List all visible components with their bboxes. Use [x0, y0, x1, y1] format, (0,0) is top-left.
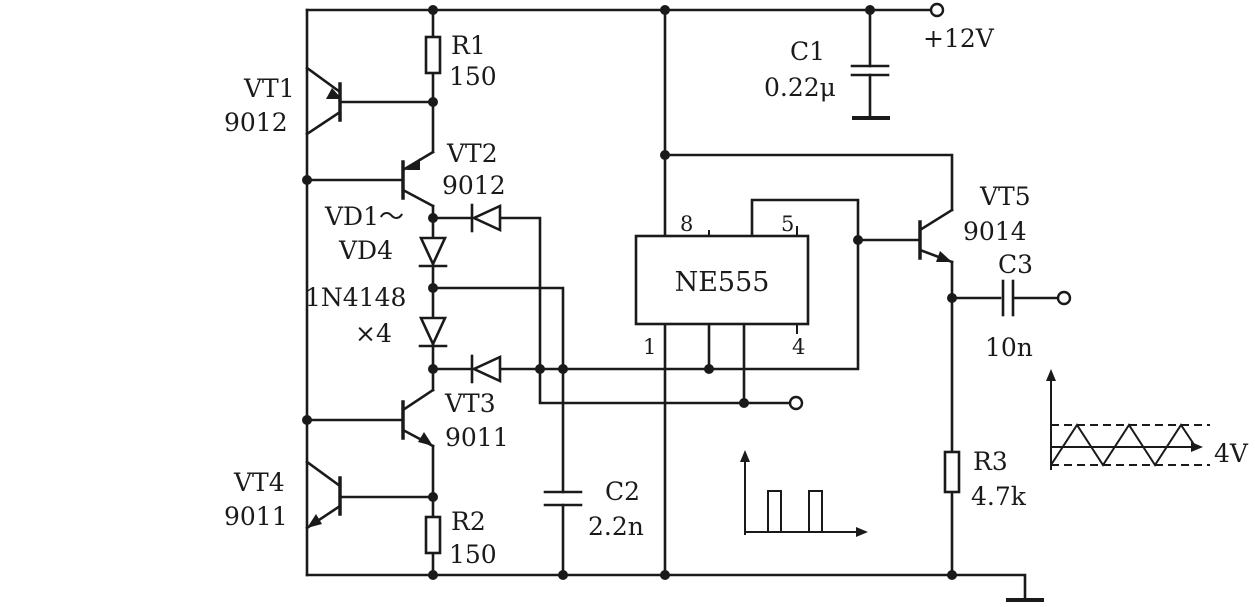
- c3-value-label: 10n: [985, 333, 1033, 362]
- vt5-ref-label: VT5: [979, 182, 1031, 211]
- diode-ref-label-line1: VD1～: [324, 202, 404, 231]
- supply-terminal: [929, 2, 945, 18]
- vt1-ref-label: VT1: [243, 74, 295, 103]
- terminals: [788, 2, 1072, 411]
- c2-ref-label: C2: [605, 477, 640, 506]
- r2-ref-label: R2: [451, 507, 486, 536]
- r3-value-label: 4.7k: [971, 482, 1027, 511]
- square-waveform-sketch: [740, 450, 868, 537]
- r2-value-label: 150: [449, 540, 497, 569]
- vt1-type-label: 9012: [224, 108, 288, 137]
- c3-ref-label: C3: [998, 250, 1033, 279]
- diode-vd-lower-branch: [470, 354, 502, 384]
- supply-voltage-label: +12V: [923, 24, 995, 53]
- junction-dots: [302, 5, 957, 580]
- vt2-type-label: 9012: [442, 171, 506, 200]
- resistor-r3: [943, 450, 961, 494]
- c1-ref-label: C1: [790, 37, 825, 66]
- ic-pin-1-label: 1: [643, 335, 656, 359]
- c1-value-label: 0.22μ: [764, 73, 836, 102]
- vt3-ref-label: VT3: [444, 389, 496, 418]
- triangle-waveform-sketch: [1046, 369, 1210, 470]
- diode-type-label: 1N4148: [305, 283, 406, 312]
- resistor-r1: [424, 35, 442, 75]
- vt4-ref-label: VT4: [233, 468, 285, 497]
- capacitor-c1: [850, 64, 890, 77]
- square-wave-terminal: [788, 395, 804, 411]
- output-terminal: [1056, 290, 1072, 306]
- ic-label: NE555: [675, 267, 770, 298]
- transistor-vt3: [401, 388, 435, 448]
- diode-vd-upper-branch: [470, 203, 502, 233]
- c2-value-label: 2.2n: [588, 512, 644, 541]
- ic-ne555: NE555 8 5 1 4: [634, 212, 810, 359]
- vt5-type-label: 9014: [963, 217, 1027, 246]
- resistor-r2: [424, 515, 442, 555]
- diode-ref-label-line2: VD4: [338, 236, 393, 265]
- diode-vd-stack-bottom: [418, 316, 448, 348]
- vt2-ref-label: VT2: [446, 139, 498, 168]
- diode-count-label: ×4: [355, 319, 392, 348]
- capacitor-c3: [1001, 279, 1015, 317]
- transistor-vt2: [401, 150, 435, 208]
- r1-ref-label: R1: [451, 31, 486, 60]
- ic-pin-4-label: 4: [792, 335, 805, 359]
- ic-pin-8-label: 8: [680, 212, 693, 236]
- transistor-vt4: [305, 460, 342, 530]
- r3-ref-label: R3: [973, 447, 1008, 476]
- diode-vd-stack-top: [418, 236, 448, 268]
- vt4-type-label: 9011: [224, 502, 288, 531]
- transistor-vt1: [305, 66, 342, 136]
- transistor-vt5: [918, 208, 954, 264]
- output-amplitude-label: 4V: [1214, 439, 1249, 468]
- vt3-type-label: 9011: [445, 423, 509, 452]
- r1-value-label: 150: [449, 62, 497, 91]
- capacitor-c2: [543, 490, 583, 507]
- ic-pin-5-label: 5: [781, 212, 794, 236]
